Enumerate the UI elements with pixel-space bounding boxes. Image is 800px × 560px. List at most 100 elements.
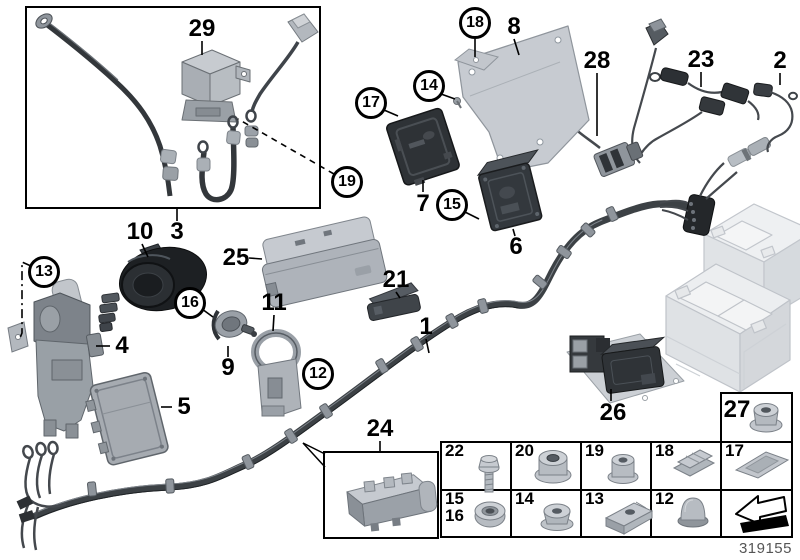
leader-11: [272, 314, 275, 332]
doc-number: 319155: [738, 540, 792, 557]
callout-16[interactable]: 16: [174, 287, 206, 319]
speed-clip-icon: [604, 501, 654, 535]
leader-13: [19, 260, 32, 339]
cable-2-art: [753, 82, 798, 153]
part-4-assembly-art: [33, 278, 104, 439]
callout-2[interactable]: 2: [773, 47, 787, 74]
table-cell-number: 19: [585, 441, 604, 460]
leader-17: [383, 109, 399, 117]
leader-21: [395, 291, 401, 299]
callout-25[interactable]: 25: [222, 244, 250, 271]
callout-19[interactable]: 19: [331, 166, 363, 198]
callout-12[interactable]: 12: [302, 358, 334, 390]
top-plug-art: [645, 18, 669, 46]
hex-flange-nut-icon: [540, 503, 574, 531]
callout-21[interactable]: 21: [382, 266, 410, 293]
leader-25: [248, 257, 263, 260]
leader-1: [425, 338, 430, 354]
cover-cap-icon: [677, 497, 709, 528]
part-25-module-art: [261, 216, 388, 308]
callout-26[interactable]: 26: [599, 399, 627, 426]
part-7-holder-art: [386, 107, 460, 186]
callout-10[interactable]: 10: [126, 218, 154, 245]
table-cell-number: 18: [655, 441, 674, 460]
table-cell-number: 14: [515, 489, 534, 508]
leader-8: [513, 38, 520, 56]
cable-3-art: [35, 13, 179, 197]
callout-9[interactable]: 9: [221, 354, 235, 381]
jumper-cable-art: [196, 115, 241, 203]
table-cell-17[interactable]: 17: [721, 442, 792, 490]
part-11-art: [251, 329, 302, 417]
hex-bolt-icon: [478, 455, 500, 493]
callout-17[interactable]: 17: [355, 87, 387, 119]
callout-18[interactable]: 18: [459, 7, 491, 39]
plug-cable-art: [244, 13, 319, 148]
callout-24[interactable]: 24: [366, 415, 394, 442]
callout-8[interactable]: 8: [507, 13, 521, 40]
callout-23[interactable]: 23: [687, 46, 715, 73]
table-cell-number: 20: [515, 441, 534, 460]
part-6-module-art: [476, 149, 543, 232]
branch-wires-art: [631, 47, 738, 200]
callout-27[interactable]: 27: [723, 396, 751, 423]
callout-15[interactable]: 15: [436, 189, 468, 221]
table-cell-14[interactable]: 14: [511, 490, 581, 537]
callout-6[interactable]: 6: [509, 233, 523, 260]
part-27-nut-icon: [749, 403, 783, 433]
part-5-module-art: [85, 371, 169, 466]
callout-5[interactable]: 5: [177, 393, 191, 420]
leader-10: [141, 243, 149, 258]
part-14-stud-art: [453, 97, 462, 109]
part-24-holder-art: [346, 472, 438, 532]
part-26-assembly-art: [566, 333, 685, 404]
continuation-arrow-icon: [735, 495, 789, 533]
part-18-tab-art: [453, 48, 499, 71]
table-cell-number: 12: [655, 489, 674, 508]
leader-14: [440, 93, 456, 100]
table-cell-13[interactable]: 13: [581, 490, 651, 537]
part-13-tab-art: [7, 321, 29, 353]
callout-29[interactable]: 29: [188, 15, 216, 42]
table-cell-number: 13: [585, 489, 604, 508]
leader-19: [237, 118, 335, 175]
battery-front-art: [665, 263, 791, 393]
lock-nut-icon: [474, 501, 506, 528]
part-29-relay-art: [181, 49, 251, 123]
callout-3[interactable]: 3: [170, 218, 184, 245]
callout-7[interactable]: 7: [416, 190, 430, 217]
cage-clip-icon: [672, 449, 716, 477]
callout-14[interactable]: 14: [413, 70, 445, 102]
table-cell-continuation-arrow[interactable]: [721, 490, 792, 537]
callout-4[interactable]: 4: [115, 332, 129, 359]
table-cell-19[interactable]: 19: [581, 442, 651, 490]
cable-23-art: [649, 67, 760, 121]
callout-28[interactable]: 28: [583, 47, 611, 74]
table-cell-number: 17: [725, 441, 744, 460]
junction-grommet-art: [659, 194, 716, 236]
table-cell-20[interactable]: 20: [511, 442, 581, 490]
leader-15: [464, 211, 480, 220]
callout-1[interactable]: 1: [419, 313, 433, 340]
table-cell-15[interactable]: 15 16: [441, 490, 511, 537]
flange-nut-icon: [534, 450, 572, 484]
table-cell-number: 15 16: [445, 489, 464, 525]
part-21-art: [366, 282, 421, 321]
table-cell-18[interactable]: 18: [651, 442, 721, 490]
table-cell-22[interactable]: 22: [441, 442, 511, 490]
slide-clip-icon: [734, 451, 790, 479]
callout-13[interactable]: 13: [28, 256, 60, 288]
inline-metal-connectors-art: [727, 136, 771, 167]
part-8-plate-art: [457, 25, 590, 173]
callout-11[interactable]: 11: [261, 289, 287, 316]
inset-frame-cables: [25, 6, 321, 209]
harness-terminals-art: [16, 440, 67, 551]
table-cell-12[interactable]: 12: [651, 490, 721, 537]
table-cell-number: 22: [445, 441, 464, 460]
leader-6: [512, 228, 516, 237]
leader-lines: [19, 38, 781, 452]
